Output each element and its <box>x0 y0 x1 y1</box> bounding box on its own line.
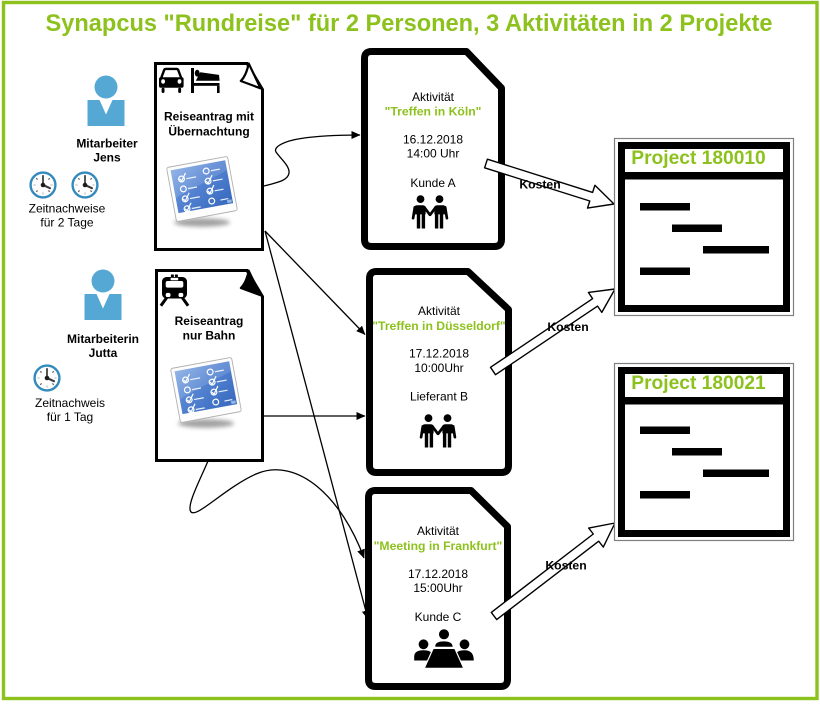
svg-text:Project 180010: Project 180010 <box>631 148 765 169</box>
svg-text:15:00Uhr: 15:00Uhr <box>413 581 462 595</box>
svg-text:Zeitnachweise: Zeitnachweise <box>29 202 106 216</box>
svg-text:Jutta: Jutta <box>89 346 118 360</box>
svg-text:Mitarbeiter: Mitarbeiter <box>76 137 138 151</box>
svg-text:Kosten: Kosten <box>545 559 586 573</box>
svg-text:17.12.2018: 17.12.2018 <box>409 347 469 361</box>
svg-text:Synapcus "Rundreise" für 2 Per: Synapcus "Rundreise" für 2 Personen, 3 A… <box>46 11 773 37</box>
svg-text:17.12.2018: 17.12.2018 <box>408 567 468 581</box>
svg-text:für 1 Tag: für 1 Tag <box>47 410 93 424</box>
svg-text:"Meeting in Frankfurt": "Meeting in Frankfurt" <box>374 539 503 553</box>
svg-text:"Treffen in Köln": "Treffen in Köln" <box>385 105 482 119</box>
svg-text:Lieferant B: Lieferant B <box>410 390 468 404</box>
svg-text:nur Bahn: nur Bahn <box>183 329 236 343</box>
svg-text:Reiseantrag: Reiseantrag <box>175 314 244 328</box>
svg-text:Jens: Jens <box>93 151 121 165</box>
svg-text:Aktivität: Aktivität <box>418 304 461 318</box>
svg-text:Reiseantrag mit: Reiseantrag mit <box>164 110 254 124</box>
svg-text:Zeitnachweis: Zeitnachweis <box>35 396 105 410</box>
svg-text:16.12.2018: 16.12.2018 <box>403 132 463 146</box>
svg-text:Mitarbeiterin: Mitarbeiterin <box>67 332 139 346</box>
svg-text:14:00 Uhr: 14:00 Uhr <box>407 147 460 161</box>
svg-text:Aktivität: Aktivität <box>417 524 460 538</box>
svg-text:Project 180021: Project 180021 <box>631 373 766 394</box>
svg-text:10:00Uhr: 10:00Uhr <box>414 361 463 375</box>
svg-text:Kosten: Kosten <box>547 320 588 334</box>
svg-text:Übernachtung: Übernachtung <box>168 124 249 139</box>
svg-text:Kunde C: Kunde C <box>415 610 462 624</box>
svg-text:Kosten: Kosten <box>519 177 560 191</box>
svg-text:für 2 Tage: für 2 Tage <box>40 216 93 230</box>
svg-text:"Treffen in Düsseldorf": "Treffen in Düsseldorf" <box>372 319 505 333</box>
svg-text:Kunde A: Kunde A <box>410 176 455 190</box>
svg-text:Aktivität: Aktivität <box>412 90 455 104</box>
